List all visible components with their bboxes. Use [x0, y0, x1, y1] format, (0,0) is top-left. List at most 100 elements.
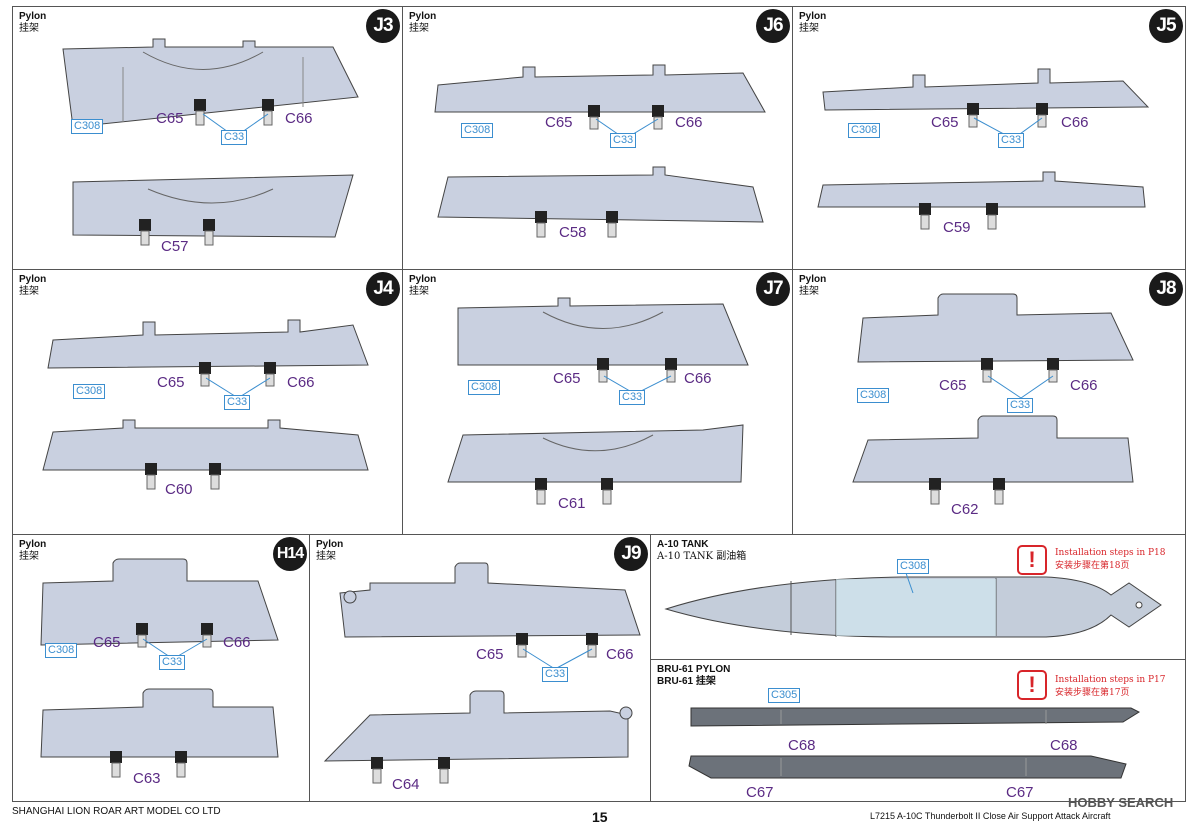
pylon-drawing — [447, 297, 749, 505]
right-part-label: C66 — [1070, 377, 1098, 394]
bottom-right-part-label: C67 — [1006, 784, 1034, 801]
pylon-drawing — [852, 293, 1134, 505]
panel-j7: Pylon 挂架 J7 C308 C65 C66 C33 C61 — [402, 269, 793, 535]
c308-label: C308 — [468, 380, 501, 395]
panel-j5: Pylon 挂架 J5 C308 C65 C66 C33 C59 — [792, 6, 1186, 270]
pylon-drawing — [817, 68, 1150, 230]
panel-title: Pylon — [316, 539, 344, 550]
left-part-label: C65 — [93, 634, 121, 651]
c308-label: C308 — [45, 643, 78, 658]
pin-part-label: C33 — [619, 390, 646, 405]
warning-line-1: Installation steps in P17 — [1055, 675, 1166, 685]
pylon-drawing — [323, 562, 641, 784]
panel-j8: Pylon 挂架 J8 C308 C65 C66 C33 C62 — [792, 269, 1186, 535]
panel-j6: Pylon 挂架 J6 C308 C65 C66 C33 C58 — [402, 6, 793, 270]
panel-title: Pylon — [799, 11, 827, 22]
step-badge: J4 — [366, 272, 400, 306]
panel-h14: Pylon 挂架 H14 C308 C65 C66 C33 C63 — [12, 534, 310, 802]
step-badge: J8 — [1149, 272, 1183, 306]
step-badge: J9 — [614, 537, 648, 571]
pylon-drawing — [42, 319, 369, 490]
panel-title: Pylon — [409, 274, 437, 285]
panel-subtitle: 挂架 — [799, 23, 819, 34]
bottom-part-label: C59 — [943, 219, 971, 236]
company-name: SHANGHAI LION ROAR ART MODEL CO LTD — [12, 806, 221, 817]
bottom-left-part-label: C67 — [746, 784, 774, 801]
step-badge: J6 — [756, 9, 790, 43]
bottom-part-label: C58 — [559, 224, 587, 241]
panel-title: Pylon — [409, 11, 437, 22]
panel-j9: Pylon 挂架 J9 C65 C66 C33 C64 — [309, 534, 651, 802]
panel-subtitle: 挂架 — [409, 286, 429, 297]
c308-label: C308 — [461, 123, 494, 138]
bottom-part-label: C64 — [392, 776, 420, 793]
top-right-part-label: C68 — [1050, 737, 1078, 754]
bottom-part-label: C62 — [951, 501, 979, 518]
right-part-label: C66 — [287, 374, 315, 391]
panel-subtitle: 挂架 — [19, 551, 39, 562]
watermark: HOBBY SEARCH — [1068, 795, 1174, 810]
bru61-drawing — [688, 707, 1141, 779]
left-part-label: C65 — [545, 114, 573, 131]
tank-title: A-10 TANK — [657, 539, 709, 550]
c308-label: C308 — [71, 119, 104, 134]
panel-title: Pylon — [19, 274, 47, 285]
warning-line-2: 安装步骤在第18页 — [1055, 561, 1130, 571]
pylon-drawing — [40, 558, 279, 778]
panel-subtitle: 挂架 — [799, 286, 819, 297]
fuel-tank-drawing — [664, 572, 1162, 638]
panel-subtitle: 挂架 — [316, 551, 336, 562]
bru-title: BRU-61 PYLON — [657, 664, 731, 675]
panel-j4: Pylon 挂架 J4 C308 C65 C66 C33 C60 — [12, 269, 403, 535]
right-part-label: C66 — [285, 110, 313, 127]
pin-part-label: C33 — [998, 133, 1025, 148]
pin-part-label: C33 — [1007, 398, 1034, 413]
bottom-part-label: C61 — [558, 495, 586, 512]
c308-label: C308 — [857, 388, 890, 403]
left-part-label: C65 — [939, 377, 967, 394]
pin-part-label: C33 — [610, 133, 637, 148]
panel-tank: A-10 TANK A-10 TANK 副油箱 ! Installation s… — [650, 534, 1186, 660]
c308-label: C308 — [897, 559, 930, 574]
panel-subtitle: 挂架 — [19, 286, 39, 297]
pin-part-label: C33 — [159, 655, 186, 670]
panel-title: Pylon — [19, 539, 47, 550]
pin-part-label: C33 — [221, 130, 248, 145]
product-name: L7215 A-10C Thunderbolt II Close Air Sup… — [870, 811, 1111, 821]
panel-bru61: BRU-61 PYLON BRU-61 挂架 ! Installation st… — [650, 659, 1186, 802]
pin-part-label: C33 — [542, 667, 569, 682]
bottom-part-label: C63 — [133, 770, 161, 787]
pylon-drawing — [62, 38, 359, 246]
page-number: 15 — [592, 809, 608, 825]
warning-icon: ! — [1017, 670, 1047, 700]
panel-title: Pylon — [799, 274, 827, 285]
warning-icon: ! — [1017, 545, 1047, 575]
step-badge: J7 — [756, 272, 790, 306]
left-part-label: C65 — [157, 374, 185, 391]
panel-subtitle: 挂架 — [409, 23, 429, 34]
right-part-label: C66 — [675, 114, 703, 131]
warning-line-1: Installation steps in P18 — [1055, 548, 1166, 558]
c308-label: C308 — [848, 123, 881, 138]
right-part-label: C66 — [684, 370, 712, 387]
step-badge: J3 — [366, 9, 400, 43]
right-part-label: C66 — [606, 646, 634, 663]
bru-subtitle: BRU-61 挂架 — [657, 676, 716, 687]
c308-label: C308 — [73, 384, 106, 399]
panel-j3: Pylon 挂架 J3 C308 C65 C66 C33 C57 — [12, 6, 403, 270]
pin-part-label: C33 — [224, 395, 251, 410]
c305-label: C305 — [768, 688, 801, 703]
step-badge: J5 — [1149, 9, 1183, 43]
panel-subtitle: 挂架 — [19, 23, 39, 34]
warning-line-2: 安装步骤在第17页 — [1055, 688, 1130, 698]
right-part-label: C66 — [1061, 114, 1089, 131]
left-part-label: C65 — [553, 370, 581, 387]
pylon-drawing — [434, 64, 766, 238]
step-badge: H14 — [273, 537, 307, 571]
tank-subtitle: A-10 TANK 副油箱 — [657, 551, 747, 562]
bottom-part-label: C60 — [165, 481, 193, 498]
top-left-part-label: C68 — [788, 737, 816, 754]
left-part-label: C65 — [476, 646, 504, 663]
right-part-label: C66 — [223, 634, 251, 651]
